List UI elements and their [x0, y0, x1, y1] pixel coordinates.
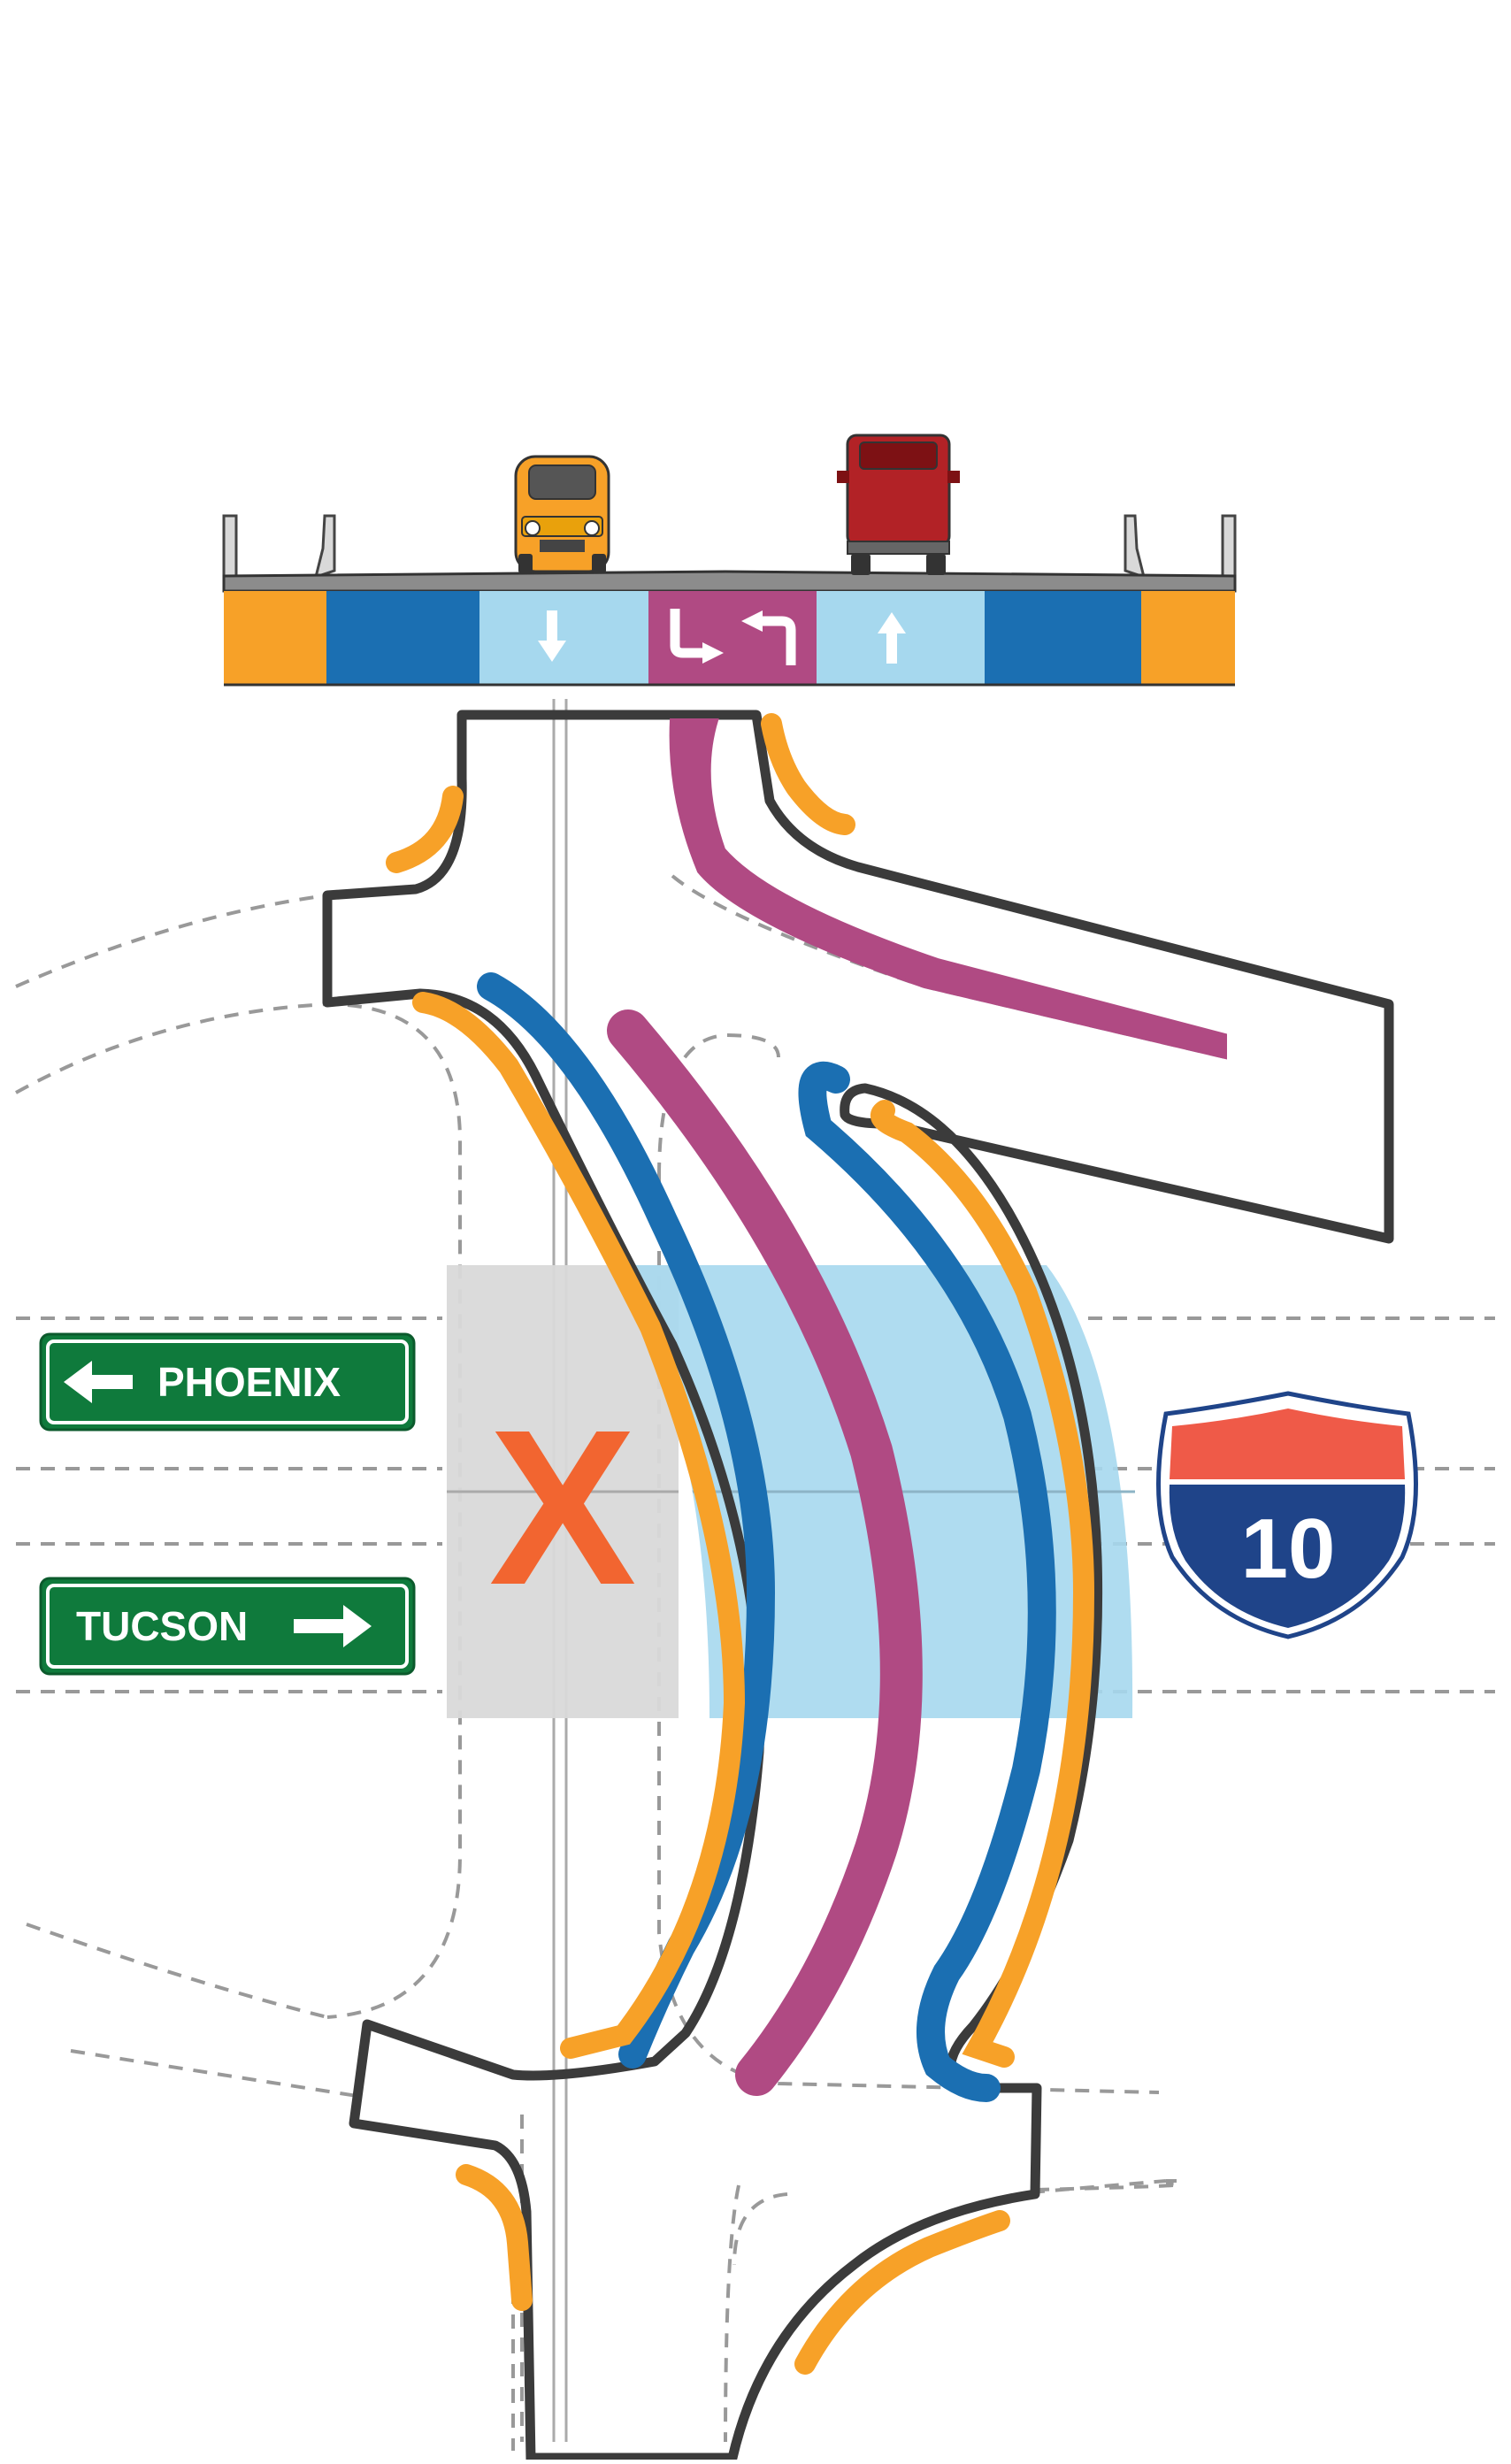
sidewalk-west: [412, 992, 746, 2059]
sidewalk-corner-nw: [386, 786, 464, 873]
arrow-down-icon: [538, 610, 566, 662]
phoenix-sign: PHOENIX: [39, 1332, 416, 1432]
sidewalk-corner-sw: [456, 2164, 533, 2311]
tucson-sign-label: TUCSON: [76, 1603, 248, 1649]
interstate-shield-icon: 10: [1156, 1391, 1418, 1639]
through-turn-lane: [607, 1009, 923, 2096]
sidewalks: [386, 713, 1095, 2375]
left-turn-lane-north: [669, 718, 1227, 1060]
bike-lane-left: [326, 591, 479, 685]
sidewalk-east: [871, 1100, 1095, 2068]
travel-lane-southbound: [479, 591, 648, 685]
left-railing: [222, 514, 336, 580]
lane-band: [224, 591, 1235, 687]
phoenix-sign-label: PHOENIX: [157, 1359, 341, 1405]
interstate-number: 10: [1241, 1501, 1336, 1596]
bridge-deck: [222, 570, 1237, 593]
closed-crossing-mark: X: [489, 1384, 637, 1631]
tucson-sign: TUCSON: [39, 1577, 416, 1676]
right-railing: [1124, 514, 1237, 580]
sidewalk-left: [224, 591, 326, 685]
turn-arrows-icon: [670, 609, 796, 665]
sidewalk-corner-se: [794, 2210, 1010, 2375]
travel-lane-northbound: [817, 591, 985, 685]
yellow-car: [514, 455, 610, 573]
red-truck: [837, 434, 960, 575]
sidewalk-corner-ne: [761, 713, 855, 835]
arrow-right-icon: [294, 1605, 372, 1647]
road-cross-section: [222, 434, 1237, 687]
bike-lane-right: [985, 591, 1141, 685]
sidewalk-right: [1141, 591, 1235, 685]
bike-lane-east: [798, 1061, 1056, 2102]
turn-lanes: [607, 718, 1227, 2096]
arrow-up-icon: [878, 612, 906, 664]
arrow-left-icon: [64, 1361, 133, 1403]
